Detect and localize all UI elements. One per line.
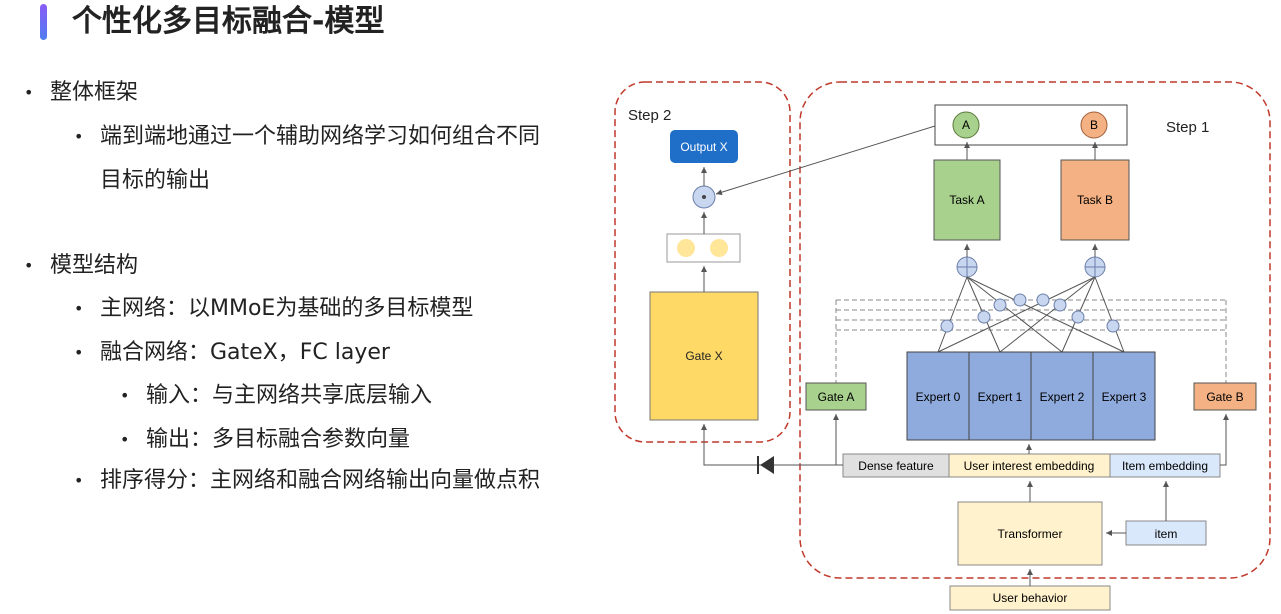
gate-a-box — [805, 382, 867, 411]
step1-region — [799, 81, 1271, 579]
bullet-framework-desc-line2: 目标的输出 — [100, 168, 211, 193]
multiply-nodes — [940, 293, 1120, 333]
ab-to-dot-arrow — [715, 125, 936, 196]
bullet-dot: • — [24, 83, 34, 102]
output-a-circle — [952, 111, 980, 139]
gate-x-label: Gate X — [685, 349, 722, 363]
gate-b-label: Gate B — [1206, 390, 1243, 404]
expert-1-label: Expert 1 — [978, 390, 1023, 404]
task-a-label: Task A — [949, 193, 984, 207]
item-embedding-label: Item embedding — [1122, 459, 1208, 473]
bullet-dot: • — [120, 430, 130, 449]
bullet-ranking: • 排序得分：主网络和融合网络输出向量做点积 — [74, 467, 541, 495]
stop-gradient-icon — [760, 456, 774, 474]
bullet-output: • 输出：多目标融合参数向量 — [120, 426, 411, 454]
step2-label: Step 2 — [628, 107, 671, 124]
output-x-box — [670, 130, 738, 163]
gate-x-box — [649, 291, 759, 421]
item-box — [1125, 520, 1207, 546]
user-interest-label: User interest embedding — [964, 459, 1095, 473]
bullet-structure-text: 模型结构 — [50, 253, 139, 278]
sum-node-b-plus — [1085, 257, 1105, 277]
gate-a-label: Gate A — [818, 390, 855, 404]
step1-label: Step 1 — [1166, 119, 1209, 136]
output-b-label: B — [1090, 118, 1098, 132]
bullet-main-net-text: 主网络：以MMoE为基础的多目标模型 — [100, 296, 474, 321]
expert-2-label: Expert 2 — [1040, 390, 1085, 404]
bullet-framework: • 整体框架 — [24, 79, 139, 107]
bullet-framework-desc: • 端到端地通过一个辅助网络学习如何组合不同 — [74, 123, 541, 151]
output-x-label: Output X — [680, 140, 727, 154]
bullet-structure: • 模型结构 — [24, 252, 139, 280]
bullet-output-text: 输出：多目标融合参数向量 — [146, 427, 411, 452]
output-a-label: A — [962, 118, 970, 132]
bullet-dot: • — [74, 299, 84, 318]
user-behavior-label: User behavior — [993, 591, 1068, 605]
bullet-framework-desc-line1: 端到端地通过一个辅助网络学习如何组合不同 — [100, 124, 541, 149]
dot-product-point — [702, 195, 706, 199]
bullet-fusion-net-text: 融合网络：GateX，FC layer — [100, 340, 390, 365]
features-to-gate-a — [833, 414, 843, 466]
gate-dashed-lines — [836, 299, 1226, 331]
title-accent-bar — [40, 4, 47, 40]
transformer-box — [957, 501, 1103, 566]
task-a-box — [933, 159, 1001, 241]
page-title: 个性化多目标融合-模型 — [72, 4, 385, 39]
sum-node-a-plus — [957, 257, 977, 277]
fusion-weight-2 — [710, 239, 728, 257]
transformer-label: Transformer — [998, 527, 1063, 541]
bullet-fusion-net: • 融合网络：GateX，FC layer — [74, 339, 390, 367]
expert-0-label: Expert 0 — [916, 390, 961, 404]
bullet-dot: • — [74, 127, 84, 146]
bullet-input: • 输入：与主网络共享底层输入 — [120, 382, 433, 410]
item-label: item — [1155, 527, 1178, 541]
expert-gate-connections — [937, 276, 1125, 353]
bullet-dot: • — [74, 471, 84, 490]
gate-b-box — [1193, 382, 1257, 411]
dense-feature-label: Dense feature — [858, 459, 934, 473]
bullet-dot: • — [24, 256, 34, 275]
bullet-dot: • — [120, 386, 130, 405]
bullet-framework-text: 整体框架 — [50, 80, 139, 105]
output-b-circle — [1080, 111, 1108, 139]
task-b-box — [1060, 159, 1130, 241]
features-to-gate-x — [701, 424, 843, 466]
expert-3-label: Expert 3 — [1102, 390, 1147, 404]
features-to-gate-b — [1220, 414, 1229, 466]
fusion-weight-1 — [677, 239, 695, 257]
bullet-main-net: • 主网络：以MMoE为基础的多目标模型 — [74, 295, 474, 323]
bullet-ranking-text: 排序得分：主网络和融合网络输出向量做点积 — [100, 468, 541, 493]
bullet-input-text: 输入：与主网络共享底层输入 — [146, 383, 433, 408]
task-b-label: Task B — [1077, 193, 1113, 207]
step2-region — [614, 81, 791, 443]
bullet-dot: • — [74, 343, 84, 362]
